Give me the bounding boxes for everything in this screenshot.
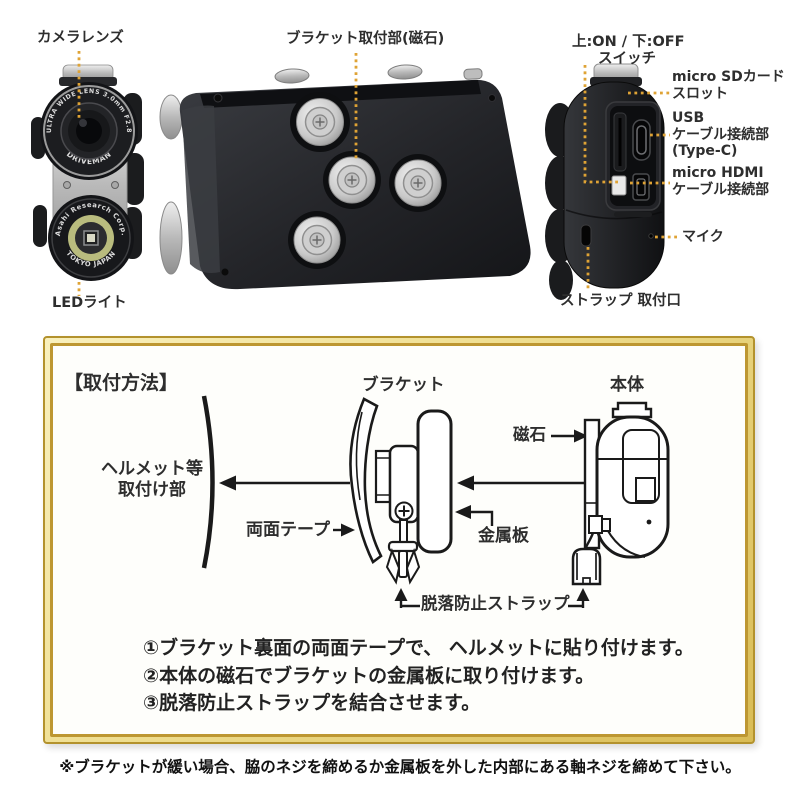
- bracket-mount-label: ブラケット取付部(磁石): [286, 31, 445, 47]
- led-light-unit: Asahi Research Corp. TOKYO JAPAN: [48, 195, 134, 281]
- magnet-arrowhead: [574, 429, 588, 443]
- install-steps: ①ブラケット裏面の両面テープで、 ヘルメットに貼り付けます。 ②本体の磁石でブラ…: [143, 635, 694, 718]
- clip-wing-left: [385, 548, 401, 585]
- switch-label: 上:ON / 下:OFF スイッチ: [572, 34, 685, 67]
- install-step-3: ③脱落防止ストラップを結合させます。: [143, 692, 481, 714]
- strap-hole: [580, 224, 592, 247]
- usb-c-pin: [636, 125, 647, 155]
- hdmi-label-line1: micro HDMI: [672, 165, 764, 181]
- plate-label-arrowhead: [455, 505, 471, 519]
- main-unit-dot: [646, 519, 652, 525]
- strap-bell: [571, 547, 602, 586]
- plate-label-elbow: [469, 510, 494, 526]
- bracket-screw-cross: [398, 505, 410, 517]
- camera-lens-label: カメラレンズ: [37, 30, 124, 46]
- install-step-2: ②本体の磁石でブラケットの金属板に取り付けます。: [143, 664, 595, 687]
- main-unit-outline: [595, 415, 670, 559]
- strap-anchor-2: [601, 518, 611, 532]
- body-screw-right: [111, 181, 119, 189]
- body-top-knob: [611, 401, 653, 419]
- diagram-helmet-label: ヘルメット等 取付け部: [95, 459, 209, 501]
- bracket-blade-detail: [355, 411, 363, 501]
- to-plate-arrowhead: [457, 475, 474, 491]
- hdmi-pin: [636, 178, 646, 196]
- clip-prong: [398, 550, 408, 578]
- metal-plate: [416, 409, 453, 554]
- body-screw-b: [488, 94, 496, 102]
- diagram-helmet-label-line2: 取付け部: [118, 480, 186, 500]
- install-diagram: [201, 395, 670, 608]
- diagram-helmet-label-line1: ヘルメット等: [101, 459, 203, 479]
- cap-base: [59, 77, 117, 86]
- side-bump-2: [125, 153, 144, 205]
- hdmi-label-line2: ケーブル接続部: [672, 181, 770, 198]
- bottom-view-photo: [159, 64, 531, 290]
- led-die: [87, 234, 95, 242]
- footnote: ※ブラケットが緩い場合、脇のネジを締めるか金属板を外した内部にある軸ネジを締めて…: [59, 758, 741, 776]
- clip-stem: [399, 519, 408, 543]
- sd-card-label-line1: micro SDカード: [672, 69, 785, 85]
- hdmi-port: [632, 173, 650, 201]
- switch-label-line1: 上:ON / 下:OFF: [572, 34, 685, 50]
- lens-highlight: [79, 119, 87, 127]
- clip-bar: [387, 540, 419, 553]
- install-guide-title: 【取付方法】: [64, 372, 179, 394]
- mount-rail: [200, 80, 481, 108]
- strap-bell-detail: [576, 553, 597, 584]
- mount-foot-3: [463, 68, 483, 80]
- side-bump-left-2: [33, 205, 47, 247]
- body-screw-left: [63, 181, 71, 189]
- fallstrap-arrowhead-right: [576, 588, 590, 601]
- switch-leader: [583, 65, 618, 184]
- front-ring-sliver-1: [159, 94, 183, 140]
- diagram-metal-plate-label: 金属板: [478, 526, 529, 546]
- sd-card-label: micro SDカード スロット: [672, 69, 785, 102]
- usb-label-line1: USB: [672, 110, 705, 126]
- callout-leaders: [77, 51, 680, 296]
- usb-label: USB ケーブル接続部 (Type-C): [672, 110, 769, 160]
- sd-card-label-line2: スロット: [672, 85, 728, 102]
- usb-label-line3: (Type-C): [672, 143, 738, 159]
- strap-port-label: ストラップ 取付口: [560, 293, 682, 309]
- diagram-main-unit-label: 本体: [610, 375, 644, 395]
- led-label: LEDライト: [52, 295, 127, 311]
- body-screw-a: [213, 93, 223, 103]
- door-hinge: [614, 212, 652, 217]
- body-seam: [565, 209, 663, 220]
- install-step-1: ①ブラケット裏面の両面テープで、 ヘルメットに貼り付けます。: [143, 637, 694, 659]
- mount-foot-2: [387, 64, 423, 80]
- strap-anchor-1: [588, 515, 603, 534]
- main-unit-back-plate: [622, 429, 660, 504]
- diagram-tape-label: 両面テープ: [246, 520, 330, 540]
- front-face-shade: [182, 105, 220, 273]
- mount-foot-1: [274, 68, 310, 84]
- usb-label-line2: ケーブル接続部: [672, 126, 770, 143]
- body-screw-c: [221, 268, 229, 276]
- front-view-photo: ULTRA WIDE LENS 3.0mm F2.8 DRIVEMAN Asah…: [31, 64, 144, 281]
- helmet-surface-arc: [201, 395, 215, 569]
- hdmi-label: micro HDMI ケーブル接続部: [672, 165, 769, 198]
- diagram-fall-strap-label: 脱落防止ストラップ: [421, 594, 570, 613]
- sd-slot-opening: [618, 118, 622, 166]
- cylinder-lines: [376, 457, 390, 496]
- front-ring-sliver-2: [159, 201, 183, 275]
- side-view-photo: [545, 63, 665, 300]
- mic-hole: [648, 233, 654, 239]
- diagram-magnet-label: 磁石: [513, 425, 546, 444]
- clip-wing-right: [405, 548, 421, 585]
- main-unit-back-window: [635, 477, 656, 502]
- bracket-blade: [349, 397, 383, 564]
- mic-label: マイク: [682, 229, 724, 245]
- camera-lens-unit: ULTRA WIDE LENS 3.0mm F2.8 DRIVEMAN: [40, 82, 138, 180]
- magnet-discs: [288, 92, 447, 269]
- power-switch: [611, 175, 627, 196]
- tape-arrowhead: [341, 523, 355, 537]
- switch-label-line2: スイッチ: [598, 50, 656, 67]
- diagram-bracket-label: ブラケット: [362, 375, 445, 394]
- fallstrap-arrowhead-left: [394, 588, 408, 601]
- to-helmet-arrowhead: [219, 475, 236, 491]
